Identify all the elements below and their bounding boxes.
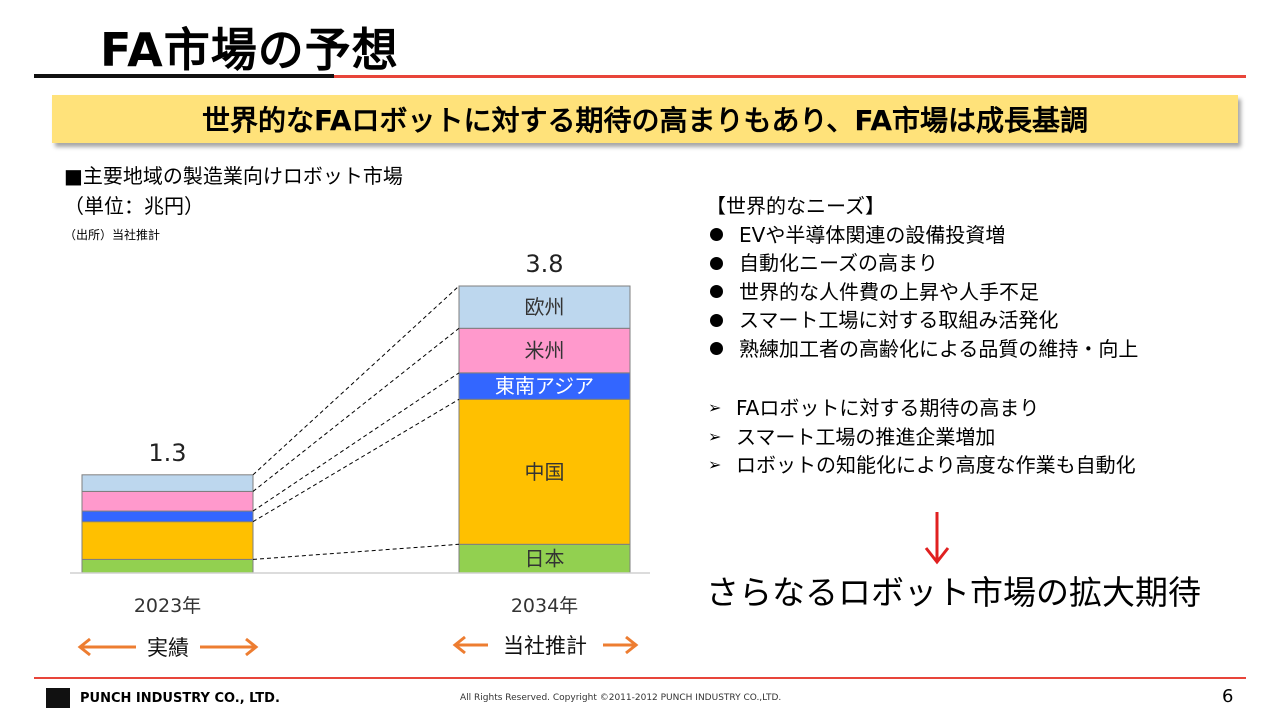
bar-segment [458, 372, 631, 400]
bar-segment [81, 474, 254, 492]
list-item: ➢ ロボットの知能化により高度な作業も自動化 [706, 451, 1136, 480]
list-item: スマート工場に対する取組み活発化 [706, 306, 1138, 335]
bullet-icon [710, 342, 723, 356]
list-item: 世界的な人件費の上昇や人手不足 [706, 278, 1138, 307]
need-text: 熟練加工者の高齢化による品質の維持・向上 [739, 336, 1139, 361]
chart-source: （出所）当社推計 [64, 228, 161, 242]
title-underline-red [334, 75, 1246, 78]
list-item: 自動化ニーズの高まり [706, 249, 1138, 278]
connector-line [252, 372, 460, 512]
conclusion-text: さらなるロボット市場の拡大期待 [706, 573, 1201, 612]
right-arrowhead-icon [625, 635, 639, 655]
need-text: スマート工場に対する取組み活発化 [739, 308, 1059, 332]
bar-segment [81, 521, 254, 560]
company-logo: PUNCH INDUSTRY CO., LTD. [46, 688, 280, 708]
company-name: PUNCH INDUSTRY CO., LTD. [80, 690, 280, 706]
list-item: EVや半導体関連の設備投資増 [706, 221, 1138, 250]
need-text: 自動化ニーズの高まり [739, 251, 938, 275]
right-arrowhead-icon [245, 637, 259, 657]
slide-title: FA市場の予想 [100, 23, 399, 77]
expectation-text: ロボットの知能化により高度な作業も自動化 [736, 453, 1136, 477]
connector-line [252, 327, 460, 492]
list-item: ➢ FAロボットに対する期待の高まり [706, 394, 1136, 423]
total-value-label: 3.8 [525, 250, 563, 278]
page-number: 6 [1222, 686, 1234, 707]
expectation-text: FAロボットに対する期待の高まり [736, 396, 1040, 420]
headline-banner: 世界的なFAロボットに対する期待の高まりもあり、FA市場は成長基調 [52, 95, 1238, 143]
arrowhead-bullet-icon: ➢ [708, 398, 722, 417]
chart-title: ■主要地域の製造業向けロボット市場 [64, 164, 403, 188]
connector-line [252, 543, 460, 560]
period-label: 当社推計 [503, 634, 587, 658]
total-value-label: 1.3 [148, 439, 186, 467]
headline-text: 世界的なFAロボットに対する期待の高まりもあり、FA市場は成長基調 [201, 104, 1089, 137]
arrowhead-bullet-icon: ➢ [708, 455, 722, 474]
left-arrowhead-icon [452, 635, 466, 655]
bar-segment [458, 398, 631, 545]
title-underline-black [34, 74, 334, 78]
list-item: ➢ スマート工場の推進企業増加 [706, 423, 1136, 452]
connector-line [252, 398, 460, 523]
left-arrowhead-icon [77, 637, 91, 657]
need-text: EVや半導体関連の設備投資増 [739, 222, 1006, 247]
need-text: 世界的な人件費の上昇や人手不足 [739, 279, 1039, 304]
needs-section: 【世界的なニーズ】 EVや半導体関連の設備投資増 自動化ニーズの高まり 世界的な… [706, 192, 1138, 363]
bar-segment [81, 558, 254, 574]
expectation-text: スマート工場の推進企業増加 [736, 424, 996, 449]
bar-segment [81, 510, 254, 523]
needs-list: EVや半導体関連の設備投資増 自動化ニーズの高まり 世界的な人件費の上昇や人手不… [706, 221, 1138, 364]
segment-label: 米州 [525, 339, 565, 363]
expectations-section: ➢ FAロボットに対する期待の高まり ➢ スマート工場の推進企業増加 ➢ ロボットの知… [706, 394, 1136, 480]
connector-line [252, 285, 460, 476]
needs-heading: 【世界的なニーズ】 [706, 194, 885, 218]
bullet-icon [710, 228, 723, 242]
category-label: 2034年 [511, 595, 578, 617]
punch-logo-icon [46, 688, 70, 708]
bullet-icon [710, 313, 723, 327]
bar-segment [458, 327, 631, 374]
footer-rule [34, 677, 1246, 679]
category-label: 2023年 [134, 595, 201, 617]
bar-segment [81, 490, 254, 512]
segment-label: 日本 [525, 547, 565, 571]
copyright-text: All Rights Reserved. Copyright ©2011-201… [460, 693, 782, 703]
bullet-icon [710, 256, 723, 270]
bar-segment [458, 285, 631, 329]
arrowhead-bullet-icon: ➢ [708, 426, 722, 446]
period-label: 実績 [147, 636, 189, 660]
segment-label: 欧州 [525, 295, 565, 319]
segment-label: 中国 [525, 460, 565, 484]
list-item: 熟練加工者の高齢化による品質の維持・向上 [706, 335, 1138, 364]
chart-unit: （単位：兆円） [64, 194, 204, 218]
segment-label: 東南アジア [495, 374, 594, 398]
bar-segment [458, 543, 631, 574]
down-arrow-icon [924, 512, 950, 565]
bullet-icon [710, 285, 723, 299]
